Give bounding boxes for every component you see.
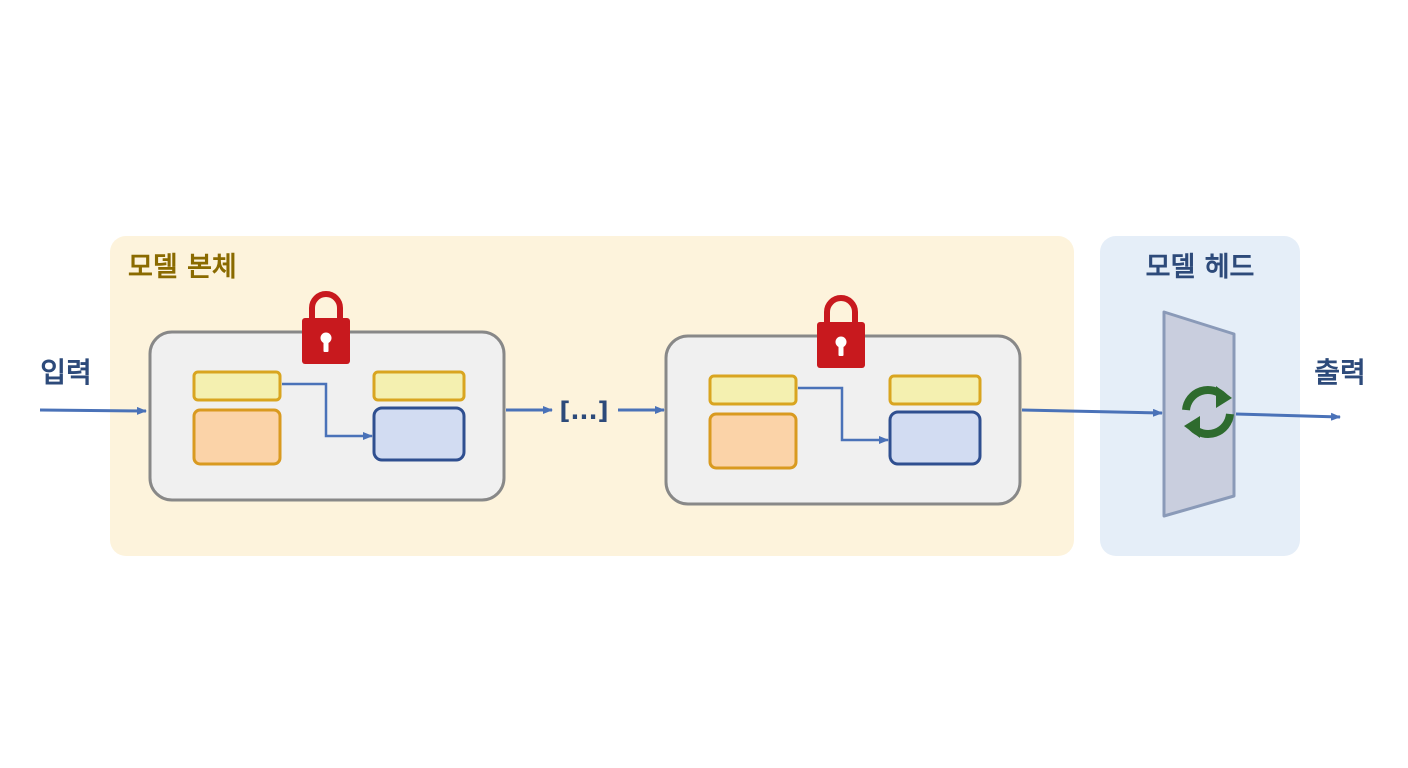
lock-icon (817, 295, 865, 368)
ellipsis-label: [...] (559, 397, 608, 425)
model-body-title: 모델 본체 (128, 252, 237, 283)
model-head-title: 모델 헤드 (1146, 252, 1255, 283)
block-1-inner-arrow (282, 382, 373, 440)
input-arrow (39, 406, 147, 415)
layer-block-1 (148, 330, 506, 502)
lock-icon (302, 291, 350, 364)
block-1-yellow-top-right (372, 370, 466, 402)
block-1-orange-box (192, 408, 282, 466)
block-2-yellow-top-left (708, 374, 798, 406)
block2-to-head-arrow (1021, 408, 1163, 417)
block-2-yellow-top-right (888, 374, 982, 406)
input-label: 입력 (40, 356, 92, 389)
block-1-blue-box (372, 406, 466, 462)
block-1-yellow-top-left (192, 370, 282, 402)
block-2-inner-arrow (798, 386, 889, 444)
head-layer-shape (1162, 310, 1236, 518)
block-2-orange-box (708, 412, 798, 470)
refresh-icon (1182, 386, 1234, 438)
output-label: 출력 (1314, 356, 1366, 389)
output-arrow (1235, 412, 1341, 421)
block-2-blue-box (888, 410, 982, 466)
